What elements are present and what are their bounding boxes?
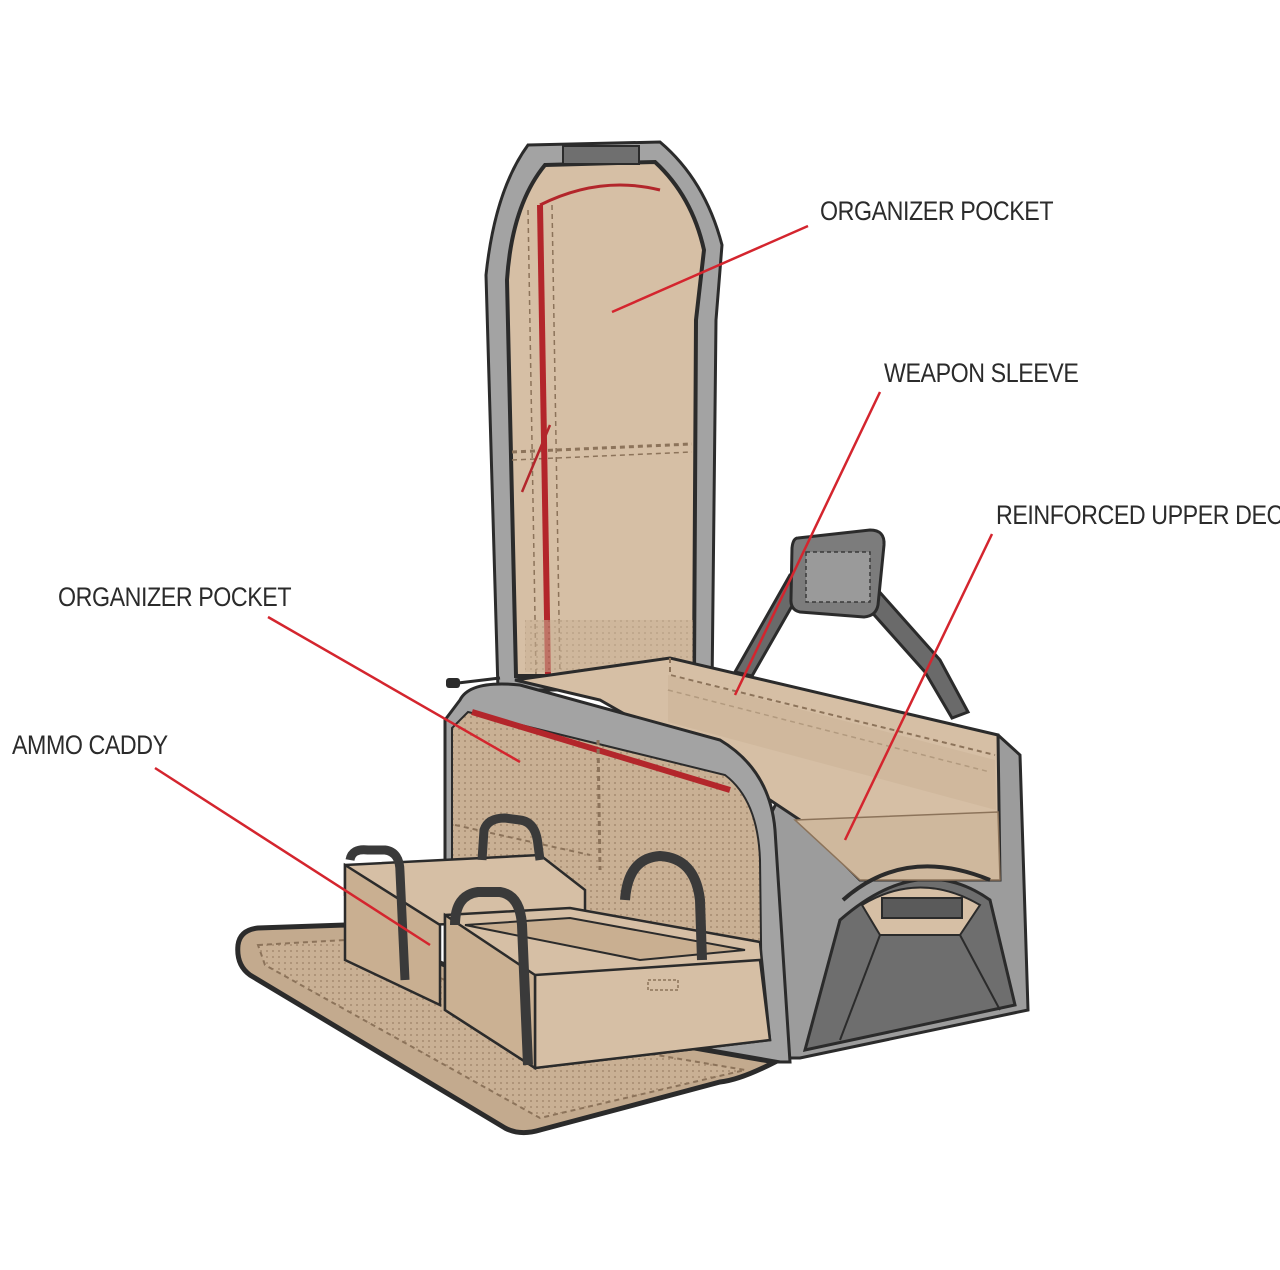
callout-reinforced-upper-deck: REINFORCED UPPER DECK [996, 500, 1280, 530]
leader-organizer-pocket-front [267, 615, 521, 764]
callout-leader-lines [154, 224, 994, 947]
leader-weapon-sleeve [733, 391, 882, 696]
callout-weapon-sleeve: WEAPON SLEEVE [884, 358, 1079, 388]
zipper-pull [446, 676, 501, 688]
lid-id-patch [562, 145, 640, 165]
lid-organizer-pocket [504, 159, 707, 678]
callout-ammo-caddy: AMMO CADDY [12, 730, 168, 760]
side-id-patch [881, 897, 963, 919]
leader-ammo-caddy [154, 766, 431, 947]
bag-lid [484, 140, 724, 692]
callout-organizer-pocket-top: ORGANIZER POCKET [820, 196, 1054, 226]
ammo-caddy-front [443, 850, 772, 1071]
weapon-sleeve-panel [668, 675, 996, 810]
ammo-caddy-rear [343, 813, 587, 1007]
callout-organizer-pocket-front: ORGANIZER POCKET [58, 582, 292, 612]
shoulder-strap [732, 528, 971, 720]
leader-organizer-pocket-top [611, 224, 809, 314]
leader-reinforced-upper-deck [843, 533, 994, 841]
